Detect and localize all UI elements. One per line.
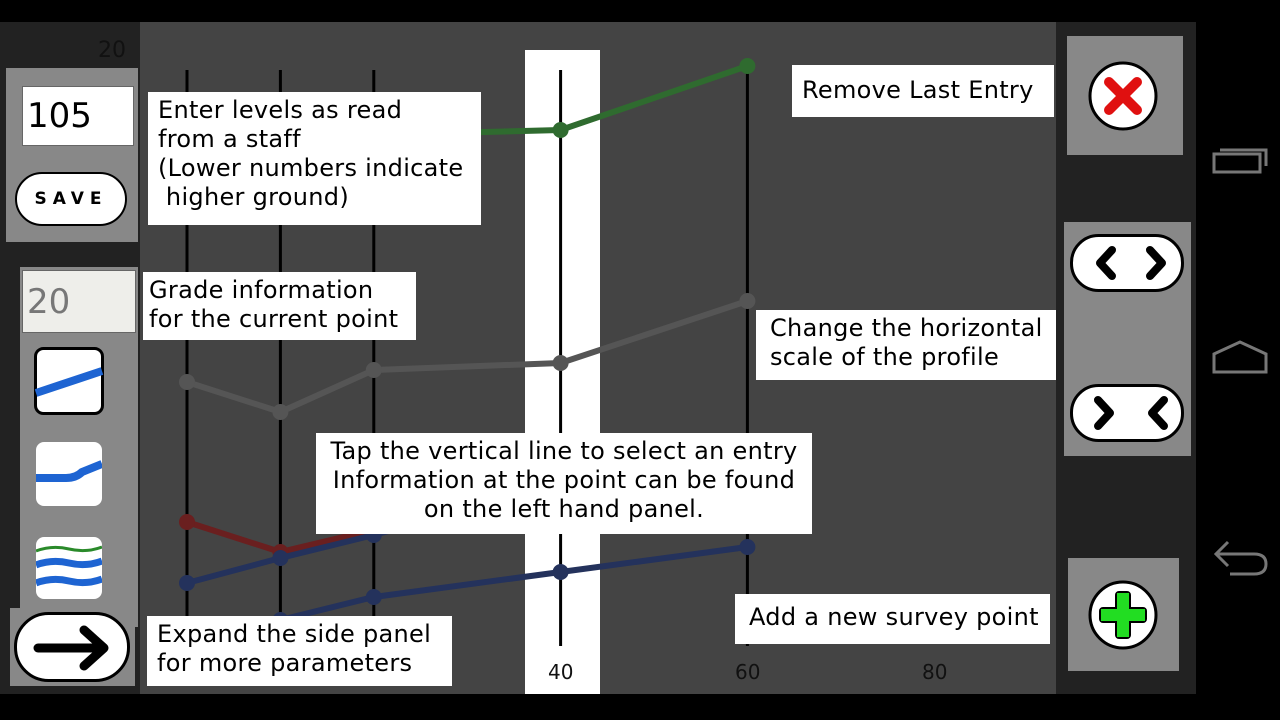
help-line: scale of the profile (770, 343, 1000, 371)
data-point (739, 539, 756, 555)
help-tap-line: Tap the vertical line to select an entry… (316, 433, 812, 534)
plus-icon (1088, 580, 1158, 650)
help-line: Expand the side panel (157, 620, 432, 648)
help-expand-panel: Expand the side panel for more parameter… (147, 616, 452, 686)
slope-bend-icon[interactable] (36, 442, 104, 506)
expand-panel (10, 608, 135, 686)
help-line: Grade information (149, 276, 374, 304)
help-enter-levels: Enter levels as read from a staff (Lower… (148, 92, 481, 225)
scale-expand-button[interactable] (1070, 234, 1184, 292)
data-point (272, 550, 289, 566)
system-nav-bar (1196, 0, 1280, 720)
grade-input[interactable]: 20 (22, 270, 136, 333)
data-point (552, 355, 569, 371)
data-point (179, 514, 195, 530)
help-line: for the current point (149, 305, 399, 333)
data-point (365, 362, 382, 378)
water-channel-icon[interactable] (34, 537, 104, 599)
help-line: Change the horizontal (770, 314, 1043, 342)
slope-up-icon[interactable] (34, 347, 104, 415)
expand-arrow-button[interactable] (14, 612, 130, 682)
data-point (179, 374, 195, 390)
add-panel (1068, 558, 1179, 671)
scale-panel (1064, 222, 1191, 456)
level-panel: 105 SAVE (6, 68, 138, 242)
x-tick-label: 80 (922, 660, 948, 684)
recent-apps-icon[interactable] (1210, 140, 1270, 180)
chevrons-in-icon (1070, 384, 1184, 442)
data-point (179, 575, 195, 591)
data-point (552, 564, 569, 580)
x-tick-label: 40 (548, 660, 574, 684)
help-grade-info: Grade information for the current point (143, 272, 416, 340)
chevrons-out-icon (1070, 234, 1184, 292)
data-point (739, 58, 756, 74)
save-button[interactable]: SAVE (15, 172, 127, 226)
left-panel: 20 105 SAVE 20 (0, 22, 140, 694)
help-line: (Lower numbers indicate (158, 154, 464, 182)
back-icon[interactable] (1208, 534, 1272, 582)
help-line: Enter levels as read (158, 96, 403, 124)
help-line: on the left hand panel. (423, 495, 705, 523)
selected-column-highlight (525, 50, 600, 694)
remove-entry-button[interactable] (1087, 60, 1159, 132)
series-line (279, 544, 748, 623)
help-line: for more parameters (157, 649, 413, 677)
app-window: 20 105 SAVE 20 (0, 22, 1196, 694)
data-point (365, 589, 382, 605)
close-icon (1088, 61, 1158, 131)
help-line: Tap the vertical line to select an entry (330, 437, 798, 465)
data-point (552, 122, 569, 138)
x-tick-label: 60 (735, 660, 761, 684)
data-point (272, 404, 289, 420)
data-point (739, 293, 756, 309)
add-point-button[interactable] (1087, 579, 1159, 651)
y-axis-top-value: 20 (98, 38, 126, 63)
home-icon[interactable] (1210, 336, 1270, 380)
help-change-scale: Change the horizontal scale of the profi… (756, 310, 1056, 380)
level-input[interactable]: 105 (22, 86, 134, 146)
scale-compress-button[interactable] (1070, 384, 1184, 442)
help-remove-last: Remove Last Entry (792, 65, 1054, 117)
help-line: Information at the point can be found (332, 466, 796, 494)
grade-panel: 20 (20, 267, 138, 627)
help-line: from a staff (158, 125, 301, 153)
right-panel (1056, 22, 1196, 694)
help-line: higher ground) (158, 183, 349, 211)
remove-panel (1067, 36, 1183, 155)
help-add-point: Add a new survey point (735, 594, 1050, 644)
